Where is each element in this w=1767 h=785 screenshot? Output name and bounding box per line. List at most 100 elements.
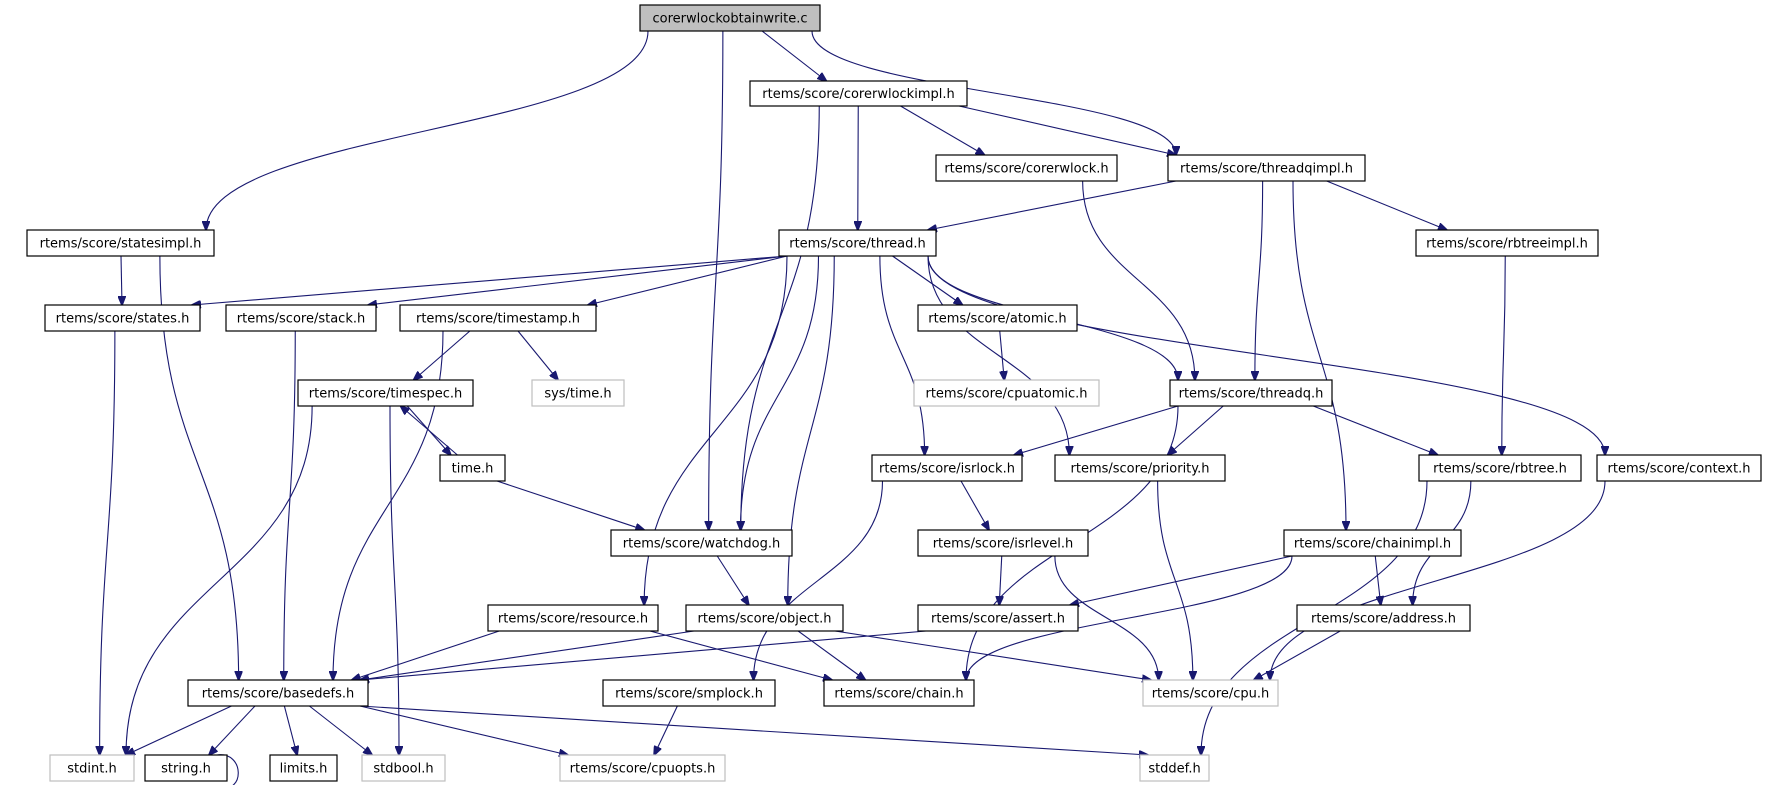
node-assert[interactable]: rtems/score/assert.h (917, 604, 1079, 632)
edge-root-to-statesimpl (206, 30, 649, 230)
node-label: rtems/score/cpuopts.h (570, 762, 716, 777)
node-box (602, 679, 776, 707)
node-string[interactable]: string.h (144, 754, 228, 782)
node-label: rtems/score/cpu.h (1152, 687, 1270, 702)
node-box (1167, 154, 1366, 182)
node-box (917, 304, 1078, 332)
edge-threadq-to-isrlock (1014, 405, 1179, 455)
edge-root-to-watchdog (709, 30, 724, 530)
node-stack[interactable]: rtems/score/stack.h (225, 304, 377, 332)
edge-resource-to-basedefs (352, 630, 500, 680)
edge-threadqimpl-to-threadq (1255, 180, 1264, 380)
node-box (1418, 454, 1582, 482)
node-limits[interactable]: limits.h (269, 754, 338, 782)
node-box (871, 454, 1023, 482)
node-time[interactable]: time.h (439, 454, 506, 482)
edge-watchdog-to-object (716, 555, 749, 605)
node-states[interactable]: rtems/score/states.h (44, 304, 201, 332)
edge-basedefs-to-stdbool (309, 705, 372, 755)
edge-chainimpl-to-chain (966, 555, 1293, 680)
node-box (1596, 454, 1762, 482)
node-box (531, 379, 625, 407)
node-box (935, 154, 1118, 182)
node-label: rtems/score/chain.h (834, 687, 963, 702)
edge-thread-to-timestamp (588, 255, 788, 305)
node-label: string.h (161, 762, 211, 777)
node-cpuopts: rtems/score/cpuopts.h (559, 754, 726, 782)
node-cpuatomic: rtems/score/cpuatomic.h (913, 379, 1100, 407)
node-box (361, 754, 446, 782)
node-chainimpl[interactable]: rtems/score/chainimpl.h (1283, 529, 1462, 557)
node-box (1283, 529, 1462, 557)
node-label: rtems/score/priority.h (1071, 462, 1210, 477)
node-label: rtems/score/timespec.h (309, 387, 462, 402)
node-box (297, 379, 474, 407)
node-box (26, 229, 215, 257)
node-threadq[interactable]: rtems/score/threadq.h (1169, 379, 1333, 407)
edge-threadqimpl-to-chainimpl (1292, 180, 1346, 530)
edge-corerwlock-to-threadq (1082, 180, 1195, 380)
node-label: rtems/score/rbtreeimpl.h (1426, 237, 1588, 252)
node-corerwlockimpl[interactable]: rtems/score/corerwlockimpl.h (749, 80, 968, 107)
node-isrlock[interactable]: rtems/score/isrlock.h (871, 454, 1023, 482)
node-chain[interactable]: rtems/score/chain.h (823, 679, 975, 707)
edge-basedefs-to-cpuopts (359, 705, 568, 755)
node-thread[interactable]: rtems/score/thread.h (778, 229, 937, 257)
edge-corerwlockimpl-to-thread (858, 105, 859, 230)
node-box (49, 754, 135, 782)
node-threadqimpl[interactable]: rtems/score/threadqimpl.h (1167, 154, 1366, 182)
edge-timespec-to-stdbool (389, 405, 399, 755)
node-timestamp[interactable]: rtems/score/timestamp.h (399, 304, 597, 332)
node-root[interactable]: corerwlockobtainwrite.c (639, 4, 821, 32)
node-context[interactable]: rtems/score/context.h (1596, 454, 1762, 482)
edge-context-to-cpu (1270, 480, 1606, 680)
node-atomic[interactable]: rtems/score/atomic.h (917, 304, 1078, 332)
node-label: rtems/score/threadq.h (1179, 387, 1324, 402)
node-box (187, 679, 369, 707)
node-box (225, 304, 377, 332)
edge-threadq-to-rbtree (1313, 405, 1438, 455)
node-box (917, 529, 1089, 557)
node-label: time.h (452, 462, 494, 477)
node-label: rtems/score/threadqimpl.h (1180, 162, 1353, 177)
edge-basedefs-to-stdint (126, 705, 232, 755)
node-object[interactable]: rtems/score/object.h (685, 604, 844, 632)
node-box (559, 754, 726, 782)
edge-thread-to-priority (927, 255, 1069, 455)
node-address[interactable]: rtems/score/address.h (1296, 604, 1471, 632)
node-box (44, 304, 201, 332)
node-timespec[interactable]: rtems/score/timespec.h (297, 379, 474, 407)
node-rbtreeimpl[interactable]: rtems/score/rbtreeimpl.h (1415, 229, 1599, 257)
edge-resource-to-chain (649, 630, 832, 680)
node-label: rtems/score/corerwlock.h (944, 162, 1108, 177)
edge-statesimpl-to-states (121, 255, 122, 305)
node-priority[interactable]: rtems/score/priority.h (1054, 454, 1226, 482)
node-rbtree[interactable]: rtems/score/rbtree.h (1418, 454, 1582, 482)
node-box (823, 679, 975, 707)
edge-thread-to-watchdog (741, 255, 820, 530)
node-smplock[interactable]: rtems/score/smplock.h (602, 679, 776, 707)
node-box (685, 604, 844, 632)
node-corerwlock[interactable]: rtems/score/corerwlock.h (935, 154, 1118, 182)
edge-atomic-to-cpuatomic (999, 330, 1005, 380)
edge-isrlock-to-isrlevel (960, 480, 989, 530)
edge-object-to-basedefs (360, 630, 695, 680)
node-label: corerwlockobtainwrite.c (653, 12, 808, 27)
node-label: rtems/score/stack.h (237, 312, 365, 327)
node-label: stdint.h (67, 762, 116, 777)
node-isrlevel[interactable]: rtems/score/isrlevel.h (917, 529, 1089, 557)
node-box (778, 229, 937, 257)
edge-time-to-timespec (401, 406, 458, 456)
node-resource[interactable]: rtems/score/resource.h (487, 604, 659, 632)
node-basedefs[interactable]: rtems/score/basedefs.h (187, 679, 369, 707)
node-watchdog[interactable]: rtems/score/watchdog.h (610, 529, 793, 557)
node-label: rtems/score/rbtree.h (1433, 462, 1567, 477)
edge-timestamp-to-systime (517, 330, 558, 380)
node-label: rtems/score/cpuatomic.h (925, 387, 1087, 402)
node-statesimpl[interactable]: rtems/score/statesimpl.h (26, 229, 215, 257)
edge-threadq-to-priority (1168, 405, 1224, 455)
edge-threadqimpl-to-thread (928, 180, 1177, 230)
edge-object-to-cpu (834, 630, 1151, 680)
node-box (487, 604, 659, 632)
node-label: rtems/score/chainimpl.h (1294, 537, 1451, 552)
